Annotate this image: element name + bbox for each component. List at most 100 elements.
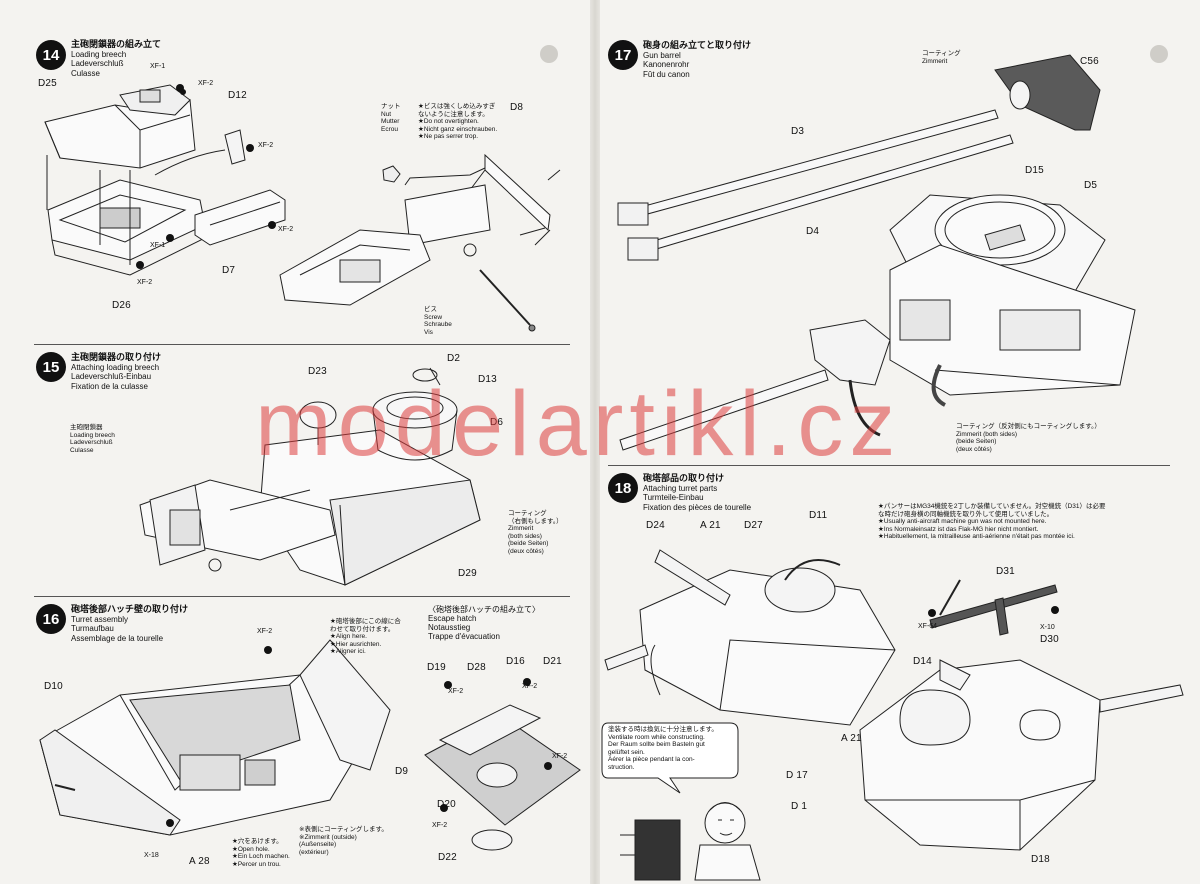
label-d7: D7 (222, 265, 236, 276)
screw-jp: ビス (424, 306, 437, 313)
label-d24: D24 (646, 520, 665, 531)
label-d16: D16 (506, 656, 525, 667)
paint-xf1-top: XF-1 (150, 63, 166, 70)
paint-xf2-d26: XF-2 (137, 279, 153, 286)
page-tab-mark-right (1150, 45, 1168, 63)
paint-xf2-d20: XF-2 (432, 822, 448, 829)
step-18-title-jp: 砲塔部品の取り付け (643, 473, 725, 483)
coating-bottom-de: Zimmerit (both sides) (956, 430, 1018, 438)
coating-15-jp1: コーティング (508, 510, 547, 517)
coating-bottom-fr: (deux côtés) (956, 445, 992, 453)
hatch-subtitle: 〈砲塔後部ハッチの組み立て〉 Escape hatch Notausstieg … (428, 605, 540, 641)
nut-jp: ナット (381, 103, 401, 110)
left-page: 14 主砲閉鎖器の組み立て Loading breech Ladeverschl… (0, 0, 590, 884)
vent-bubble-drawing (600, 715, 790, 880)
label-d9: D9 (395, 766, 409, 777)
step-14-drawing (0, 84, 590, 345)
screw-en: Screw (424, 313, 443, 321)
paint-x18: X-18 (144, 852, 159, 859)
divider-15-16 (34, 596, 570, 597)
align-note: ★砲塔後部にこの線に合 わせて取り付けます。 ★Align here. ★Hie… (330, 618, 401, 656)
step-16-title-fr: Assemblage de la tourelle (71, 633, 164, 643)
step-17-number: 17 (608, 40, 638, 70)
step-16-title-en: Turret assembly (71, 614, 129, 624)
label-d14: D14 (913, 656, 932, 667)
vent-note: 塗装する時は換気に十分注意します。 Ventilate room while c… (608, 726, 718, 771)
coating-15-en: (both sides) (508, 532, 542, 540)
coating-bottom-de2: (beide Seiten) (956, 438, 997, 445)
label-d25: D25 (38, 78, 57, 89)
align-note-fr: ★Aligner ici. (330, 648, 366, 655)
vent-en: Ventilate room while constructing. (608, 733, 705, 741)
nut-note-en: ★Do not overtighten. (418, 118, 479, 125)
hole-de: ★Ein Loch machen. (232, 853, 290, 860)
label-d8: D8 (510, 102, 524, 113)
paint-xf2-top: XF-2 (198, 80, 214, 87)
nut-callout: ナット Nut Mutter Ecrou (381, 103, 401, 133)
coating-bottom-jp: コーティング（反対側にもコーティングします。） (956, 423, 1101, 430)
mg-note-fr: ★Habituellement, la mitrailleuse anti-aé… (878, 533, 1075, 540)
step-14-title: 主砲閉鎖器の組み立て Loading breech Ladeverschluß … (71, 39, 161, 78)
hole-en: ★Open hole. (232, 845, 270, 853)
step-14-title-en: Loading breech (71, 49, 127, 59)
nut-note-jp1: ★ビスは強くしめ込みすぎ (418, 103, 496, 110)
nut-note-de: ★Nicht ganz einschrauben. (418, 125, 498, 133)
coating-top-jp: コーティング (922, 50, 961, 57)
screw-fr: Vis (424, 328, 433, 336)
nut-fr: Ecrou (381, 125, 398, 133)
paint-xf64: XF-64 (918, 623, 938, 630)
step-17-drawing (600, 40, 1200, 470)
step-14-number: 14 (36, 40, 66, 70)
step-17-title-jp: 砲身の組み立てと取り付け (643, 40, 752, 50)
step-16-title: 砲塔後部ハッチ壁の取り付け Turret assembly Turmaufbau… (71, 604, 189, 643)
step-17-title-de: Kanonenrohr (643, 60, 690, 69)
hatch-jp: 〈砲塔後部ハッチの組み立て〉 (428, 605, 540, 614)
paint-xf2-d12: XF-2 (258, 142, 274, 149)
label-d3: D3 (791, 126, 805, 137)
mg-note-jp2: な時だけ砲身横の同軸機銃を取り外して使用していました。 (878, 510, 1054, 518)
paint-xf2-turret: XF-2 (257, 628, 273, 635)
label-d27: D27 (744, 520, 763, 531)
breech-de: Ladeverschluß (70, 439, 113, 446)
step-15-number: 15 (36, 352, 66, 382)
step-16-title-jp: 砲塔後部ハッチ壁の取り付け (71, 604, 189, 614)
hole-jp: ★穴をあけます。 (232, 838, 283, 845)
step-17-title-en: Gun barrel (643, 50, 681, 60)
hole-fr: ★Percer un trou. (232, 860, 281, 868)
zim-16-de: ※Zimmerit (outside) (299, 833, 357, 841)
label-a21-bottom: A 21 (841, 733, 862, 744)
zim-16-jp: ※表側にコーティングします。 (299, 826, 388, 833)
vent-de2: gelüftet sein. (608, 748, 645, 756)
right-page: 17 砲身の組み立てと取り付け Gun barrel Kanonenrohr F… (600, 0, 1200, 884)
step-18-title: 砲塔部品の取り付け Attaching turret parts Turmtei… (643, 473, 751, 512)
coating-callout-15: コーティング （右側もします。） Zimmerit (both sides) (… (508, 510, 563, 555)
screw-de: Schraube (424, 321, 452, 328)
hole-note: ★穴をあけます。 ★Open hole. ★Ein Loch machen. ★… (232, 838, 290, 868)
zimmerit-note-16: ※表側にコーティングします。 ※Zimmerit (outside) (Auße… (299, 826, 388, 856)
label-d31: D31 (996, 566, 1015, 577)
label-d28: D28 (467, 662, 486, 673)
label-d5: D5 (1084, 180, 1098, 191)
align-note-en: ★Align here. (330, 633, 367, 640)
label-d23: D23 (308, 366, 327, 377)
label-d20: D20 (437, 799, 456, 810)
step-15-title-en: Attaching loading breech (71, 362, 160, 372)
breech-jp: 主砲閉鎖器 (70, 424, 103, 431)
align-note-jp2: わせて取り付けます。 (330, 625, 395, 633)
step-18-title-de: Turmteile-Einbau (643, 493, 704, 502)
step-18-number: 18 (608, 473, 638, 503)
nut-note: ★ビスは強くしめ込みすぎ ないように注意します。 ★Do not overtig… (418, 103, 497, 141)
mg-note-en: ★Usually anti-aircraft machine gun was n… (878, 518, 1047, 525)
label-d29: D29 (458, 568, 477, 579)
coating-15-de: Zimmerit (508, 525, 534, 532)
coating-15-de2: (beide Seiten) (508, 540, 549, 547)
breech-en: Loading breech (70, 431, 115, 439)
step-16-title-de: Turmaufbau (71, 624, 114, 633)
coating-top-17: コーティング Zimmerit (922, 50, 961, 65)
label-d21: D21 (543, 656, 562, 667)
page-tab-mark (540, 45, 558, 63)
label-d30: D30 (1040, 634, 1059, 645)
paint-xf1-bottom: XF-1 (150, 242, 166, 249)
label-d2: D2 (447, 353, 461, 364)
hatch-en: Escape hatch (428, 614, 477, 623)
